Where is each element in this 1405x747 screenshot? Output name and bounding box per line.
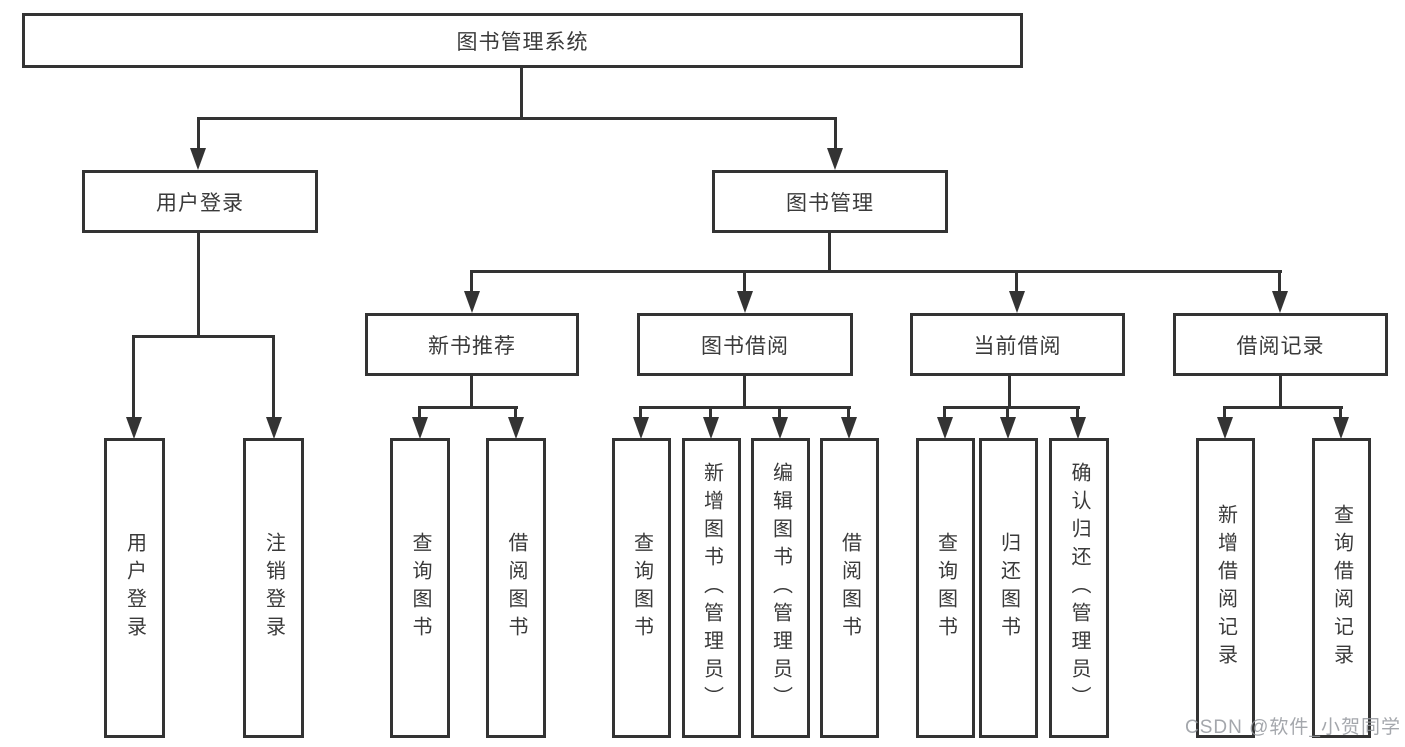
arrow-down-icon: [126, 417, 142, 439]
arrow-down-icon: [464, 291, 480, 313]
arrow-down-icon: [827, 148, 843, 170]
node-new-book-recommend: 新书推荐: [365, 313, 579, 376]
leaf-add-borrow-record: 新增借阅记录: [1196, 438, 1255, 738]
leaf-query-book-borrowing: 查询图书: [612, 438, 671, 738]
connector-line: [197, 117, 837, 120]
arrow-down-icon: [1070, 417, 1086, 439]
arrow-down-icon: [937, 417, 953, 439]
connector-line: [520, 66, 523, 119]
connector-line: [834, 117, 837, 150]
arrow-down-icon: [1333, 417, 1349, 439]
leaf-query-borrow-record: 查询借阅记录: [1312, 438, 1371, 738]
arrow-down-icon: [1009, 291, 1025, 313]
arrow-down-icon: [633, 417, 649, 439]
node-current-borrowing: 当前借阅: [910, 313, 1125, 376]
connector-line: [470, 375, 473, 408]
connector-line: [514, 406, 517, 419]
connector-line: [1279, 375, 1282, 408]
leaf-query-book-recommend: 查询图书: [390, 438, 450, 738]
connector-line: [418, 406, 421, 419]
connector-line: [828, 232, 831, 272]
connector-line: [1006, 406, 1009, 419]
leaf-return-book: 归还图书: [979, 438, 1038, 738]
connector-line: [743, 375, 746, 408]
node-book-management: 图书管理: [712, 170, 948, 233]
leaf-logout: 注销登录: [243, 438, 304, 738]
leaf-add-book-admin: 新增图书（管理员）: [682, 438, 741, 738]
connector-line: [470, 270, 1282, 273]
leaf-user-login: 用户登录: [104, 438, 165, 738]
connector-line: [418, 406, 518, 409]
connector-line: [272, 335, 275, 419]
connector-line: [1008, 375, 1011, 408]
connector-line: [1015, 270, 1018, 293]
node-library-management-system: 图书管理系统: [22, 13, 1023, 68]
connector-line: [778, 406, 781, 419]
connector-line: [1223, 406, 1226, 419]
watermark: CSDN @软件_小贺同学: [1185, 717, 1401, 738]
leaf-borrow-book-recommend: 借阅图书: [486, 438, 546, 738]
connector-line: [944, 406, 1080, 409]
connector-line: [640, 406, 851, 409]
arrow-down-icon: [1272, 291, 1288, 313]
arrow-down-icon: [737, 291, 753, 313]
connector-line: [847, 406, 850, 419]
arrow-down-icon: [841, 417, 857, 439]
arrow-down-icon: [1000, 417, 1016, 439]
leaf-query-book-current: 查询图书: [916, 438, 975, 738]
connector-line: [943, 406, 946, 419]
arrow-down-icon: [412, 417, 428, 439]
connector-line: [132, 335, 135, 419]
arrow-down-icon: [703, 417, 719, 439]
node-borrowing-records: 借阅记录: [1173, 313, 1388, 376]
connector-line: [1224, 406, 1343, 409]
leaf-edit-book-admin: 编辑图书（管理员）: [751, 438, 810, 738]
node-user-login: 用户登录: [82, 170, 318, 233]
leaf-borrow-book-borrowing: 借阅图书: [820, 438, 879, 738]
arrow-down-icon: [266, 417, 282, 439]
connector-line: [743, 270, 746, 293]
connector-line: [1076, 406, 1079, 419]
connector-line: [1339, 406, 1342, 419]
arrow-down-icon: [190, 148, 206, 170]
leaf-confirm-return-admin: 确认归还（管理员）: [1049, 438, 1109, 738]
arrow-down-icon: [508, 417, 524, 439]
connector-line: [639, 406, 642, 419]
connector-line: [132, 335, 275, 338]
arrow-down-icon: [1217, 417, 1233, 439]
connector-line: [197, 232, 200, 337]
connector-line: [1278, 270, 1281, 293]
connector-line: [197, 117, 200, 150]
connector-line: [709, 406, 712, 419]
connector-line: [470, 270, 473, 293]
arrow-down-icon: [772, 417, 788, 439]
node-book-borrowing: 图书借阅: [637, 313, 853, 376]
